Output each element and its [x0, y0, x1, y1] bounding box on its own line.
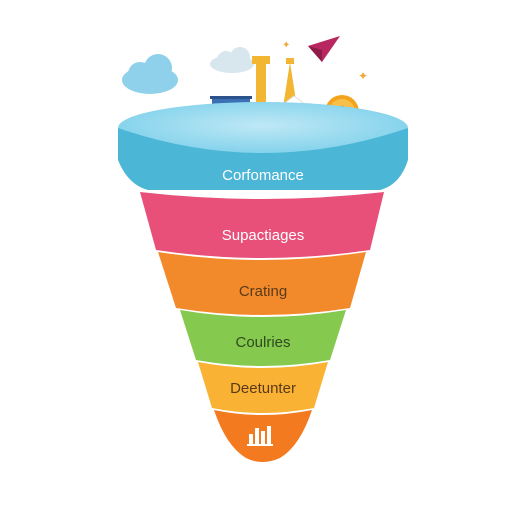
funnel-stage-1: [118, 128, 408, 190]
paper-plane-icon: [308, 36, 340, 62]
cloud-icon: [122, 54, 178, 94]
bar-chart-icon: [247, 426, 273, 446]
cloud-icon: [210, 47, 254, 73]
funnel-top-surface: [118, 102, 408, 154]
funnel-stage-1-label: Corfomance: [222, 167, 304, 184]
svg-text:✦: ✦: [358, 69, 368, 83]
sparkle-star-icon: ✦ ✦: [282, 40, 368, 83]
funnel-stage-4: [180, 310, 346, 366]
funnel: [118, 102, 408, 462]
funnel-stage-3-label: Crating: [239, 283, 287, 300]
funnel-stage-5-label: Deetunter: [230, 380, 296, 397]
funnel-stage-2: [140, 192, 384, 258]
funnel-stage-4-label: Coulries: [235, 334, 290, 351]
funnel-stage-5: [198, 362, 328, 413]
svg-text:✦: ✦: [282, 40, 290, 51]
funnel-stage-3: [158, 252, 366, 315]
funnel-stage-2-label: Supactiages: [222, 227, 305, 244]
